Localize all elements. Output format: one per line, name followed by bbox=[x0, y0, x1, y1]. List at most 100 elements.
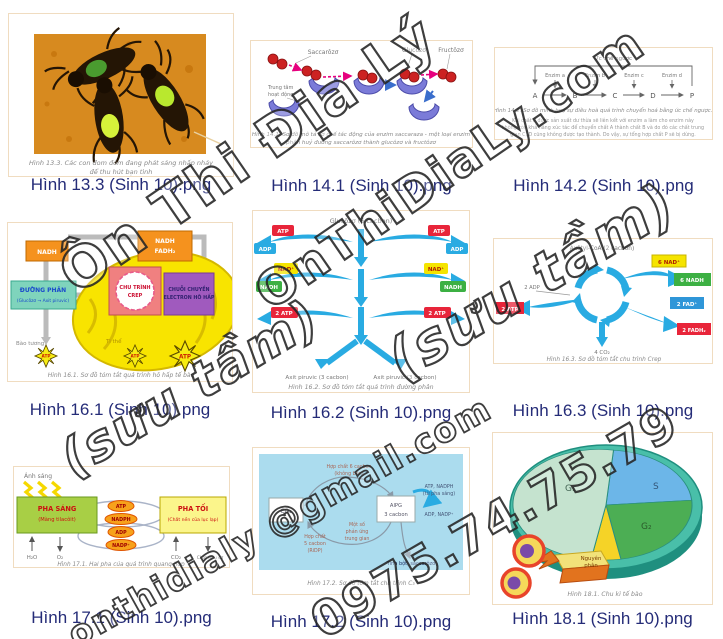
alpg-label-2: 3 cacbon bbox=[384, 512, 408, 518]
label-pyruvate-left: Axit piruvic (3 cacbon) bbox=[285, 375, 348, 381]
label-h2o: H₂O bbox=[27, 555, 37, 561]
label-co2: CO₂ bbox=[171, 555, 181, 561]
daughter-cells bbox=[500, 534, 546, 599]
fig-paragraph-3: gian C, D cũng không được tạo thành. Do … bbox=[510, 131, 695, 138]
output-swooshes bbox=[514, 270, 686, 347]
adp-line bbox=[535, 290, 571, 296]
label-tu-pha-sang: (từ pha sáng) bbox=[423, 490, 455, 497]
svg-text:2 ATP: 2 ATP bbox=[501, 307, 518, 313]
fig-caption: Hình 14.2. Sơ đồ minh hoạ sự điều hoà qu… bbox=[495, 107, 712, 114]
label-trung-tam-1: Trung tâm bbox=[267, 84, 294, 91]
label-atp-nadph: ATP, NADPH bbox=[425, 484, 454, 490]
svg-text:ATP: ATP bbox=[42, 354, 51, 360]
label-nguyen: Nguyên bbox=[581, 555, 602, 562]
label-s: S bbox=[653, 482, 659, 492]
enzyme-arrows bbox=[552, 80, 675, 89]
label-anh-sang: Ánh sáng bbox=[24, 473, 52, 480]
thumbnail-hinh-18-1[interactable]: G₁ S G₂ Nguyên phân Hình 18.1. Chu kì tế… bbox=[492, 432, 713, 605]
fadh2-label: FADH₂ bbox=[155, 248, 176, 255]
pha-sang-sublabel: (Màng tilacôit) bbox=[38, 516, 76, 523]
duong-phan-label: ĐƯỜNG PHÂN bbox=[20, 287, 66, 294]
label-chat-huu-co: Chất hữu cơ bbox=[197, 554, 224, 561]
svg-text:ATP: ATP bbox=[277, 229, 289, 235]
photosynthesis-phases-figure: Ánh sáng PHA SÁNG (Màng tilacôit) PHA TỐ… bbox=[16, 473, 227, 567]
svg-text:2 ATP: 2 ATP bbox=[428, 311, 445, 317]
svg-text:B: B bbox=[573, 92, 578, 100]
svg-text:Enzim a: Enzim a bbox=[545, 73, 565, 79]
fig-paragraph-1: Khi chất P được sản xuất dư thừa sẽ liên… bbox=[512, 117, 694, 124]
file-name-hinh-17-2[interactable]: Hình 17.2 (Sinh 10).png bbox=[270, 612, 452, 631]
label-phan-ung-1: Một số bbox=[349, 521, 365, 528]
thumbnail-hinh-17-2[interactable]: CO₂ AlPG 3 cacbon Hợp chất 6 cacbon (khô… bbox=[252, 447, 470, 595]
co2-box bbox=[268, 497, 304, 523]
file-name-hinh-13-3[interactable]: Hình 13.3 (Sinh 10).png bbox=[30, 175, 212, 194]
thumbnail-hinh-14-2[interactable]: Ức chế ngược Enzim a Enzim b Enzim c Enz… bbox=[494, 47, 713, 140]
svg-text:D: D bbox=[650, 92, 655, 100]
fig-paragraph-2: không còn khả năng xúc tác để chuyển chấ… bbox=[502, 124, 704, 131]
firefly-3 bbox=[125, 40, 205, 146]
reaction-arrows bbox=[288, 62, 439, 103]
nadh-box bbox=[25, 240, 69, 262]
svg-text:6 NAD⁺: 6 NAD⁺ bbox=[658, 259, 680, 266]
svg-text:2 FADH₂: 2 FADH₂ bbox=[682, 328, 705, 334]
svg-text:NAD⁺: NAD⁺ bbox=[278, 266, 294, 273]
svg-text:NAD⁺: NAD⁺ bbox=[428, 266, 444, 273]
label-ridp: (RiDP) bbox=[308, 548, 323, 554]
label-phan-ung-3: trung gian bbox=[345, 536, 370, 542]
thumbnail-hinh-17-1[interactable]: Ánh sáng PHA SÁNG (Màng tilacôit) PHA TỐ… bbox=[13, 466, 230, 568]
chuoi-chuyen-box bbox=[163, 272, 215, 316]
feedback-inhibition-figure: Ức chế ngược Enzim a Enzim b Enzim c Enz… bbox=[495, 55, 712, 138]
label-g2: G₂ bbox=[641, 522, 652, 532]
file-name-hinh-14-2[interactable]: Hình 14.2 (Sinh 10).png bbox=[513, 176, 694, 195]
cycle-arrows bbox=[574, 266, 630, 324]
svg-text:ATP: ATP bbox=[179, 354, 191, 360]
photo-texture bbox=[44, 41, 193, 142]
label-4co2: 4 CO₂ bbox=[594, 350, 610, 356]
file-name-hinh-17-1[interactable]: Hình 17.1 (Sinh 10).png bbox=[31, 608, 212, 627]
file-name-hinh-16-3[interactable]: Hình 16.3 (Sinh 10).png bbox=[512, 401, 694, 420]
file-name-hinh-16-1[interactable]: Hình 16.1 (Sinh 10).png bbox=[29, 400, 211, 419]
crep-label-2: CREP bbox=[128, 293, 143, 299]
svg-text:Enzim b: Enzim b bbox=[585, 73, 605, 79]
alpg-box bbox=[376, 495, 416, 523]
cycle-arrowheads bbox=[572, 264, 632, 327]
thumbnail-hinh-13-3[interactable]: Hình 13.3. Các con đom đóm đang phát sán… bbox=[8, 13, 234, 177]
duong-phan-box bbox=[10, 280, 77, 310]
nadh-fadh2-box bbox=[137, 230, 193, 262]
svg-text:Enzim d: Enzim d bbox=[662, 73, 682, 79]
firefly-2 bbox=[76, 63, 139, 165]
cell-cycle-figure: G₁ S G₂ Nguyên phân Hình 18.1. Chu kì tế… bbox=[500, 444, 703, 599]
label-uc-che-nguoc: Ức chế ngược bbox=[594, 55, 632, 62]
thumbnail-hinh-16-2[interactable]: Glucôzơ (6 cacbon) ATP ADP NAD⁺ bbox=[252, 210, 470, 393]
file-name-hinh-18-1[interactable]: Hình 18.1 (Sinh 10).png bbox=[512, 609, 693, 628]
label-hop-chat-6c: Hợp chất 6 cacbon bbox=[327, 463, 372, 470]
fig-caption: Hình 16.2. Sơ đồ tóm tắt quá trình đường… bbox=[288, 383, 433, 391]
file-name-hinh-16-2[interactable]: Hình 16.2 (Sinh 10).png bbox=[270, 403, 452, 422]
pathway-letters: A B C D P bbox=[533, 92, 695, 100]
svg-text:ATP: ATP bbox=[116, 504, 127, 510]
svg-text:NADH: NADH bbox=[444, 285, 462, 291]
thumbnail-hinh-16-3[interactable]: Axêtyl-CoA (2 cacbon) 2 ADP 6 NAD⁺ bbox=[493, 238, 713, 364]
carrier-ovals: ATP NADPH ADP NADP⁺ bbox=[104, 500, 138, 551]
central-arrows bbox=[325, 229, 397, 366]
calvin-cycle-figure: CO₂ AlPG 3 cacbon Hợp chất 6 cacbon (khô… bbox=[259, 454, 463, 587]
fig-caption: Hình 16.3. Sơ đồ tóm tắt chu trình Crep bbox=[547, 356, 662, 363]
label-phan: phân bbox=[584, 562, 598, 569]
svg-text:ATP: ATP bbox=[433, 229, 445, 235]
enzyme-bowls bbox=[268, 77, 440, 121]
pie-slices bbox=[512, 449, 693, 561]
thumbnail-hinh-14-1[interactable]: Saccarôzơ Glucôzơ Fructôzơ Trung tâm hoạ… bbox=[250, 40, 473, 148]
enzyme-labels: Enzim a Enzim b Enzim c Enzim d bbox=[545, 73, 682, 79]
label-trung-tam-2: hoạt động bbox=[268, 91, 293, 98]
glycolysis-figure: Glucôzơ (6 cacbon) ATP ADP NAD⁺ bbox=[254, 217, 468, 391]
nadh2-label: NADH bbox=[155, 238, 175, 245]
io-arrows bbox=[29, 536, 211, 552]
file-name-hinh-14-1[interactable]: Hình 14.1 (Sinh 10).png bbox=[271, 176, 452, 195]
enzyme-saccaraza-figure: Saccarôzơ Glucôzơ Fructôzơ Trung tâm hoạ… bbox=[252, 47, 471, 146]
label-saccarozo: Saccarôzơ bbox=[308, 49, 339, 56]
svg-text:6 NADH: 6 NADH bbox=[680, 278, 704, 284]
cycle-paths bbox=[304, 476, 411, 560]
pointer-line bbox=[193, 131, 222, 145]
thumbnail-hinh-16-1[interactable]: Ti thể NADH NADH FADH₂ ĐƯỜNG PHÂN (Glucô… bbox=[7, 222, 233, 382]
label-adp-nadp: ADP, NADP⁺ bbox=[425, 512, 454, 518]
